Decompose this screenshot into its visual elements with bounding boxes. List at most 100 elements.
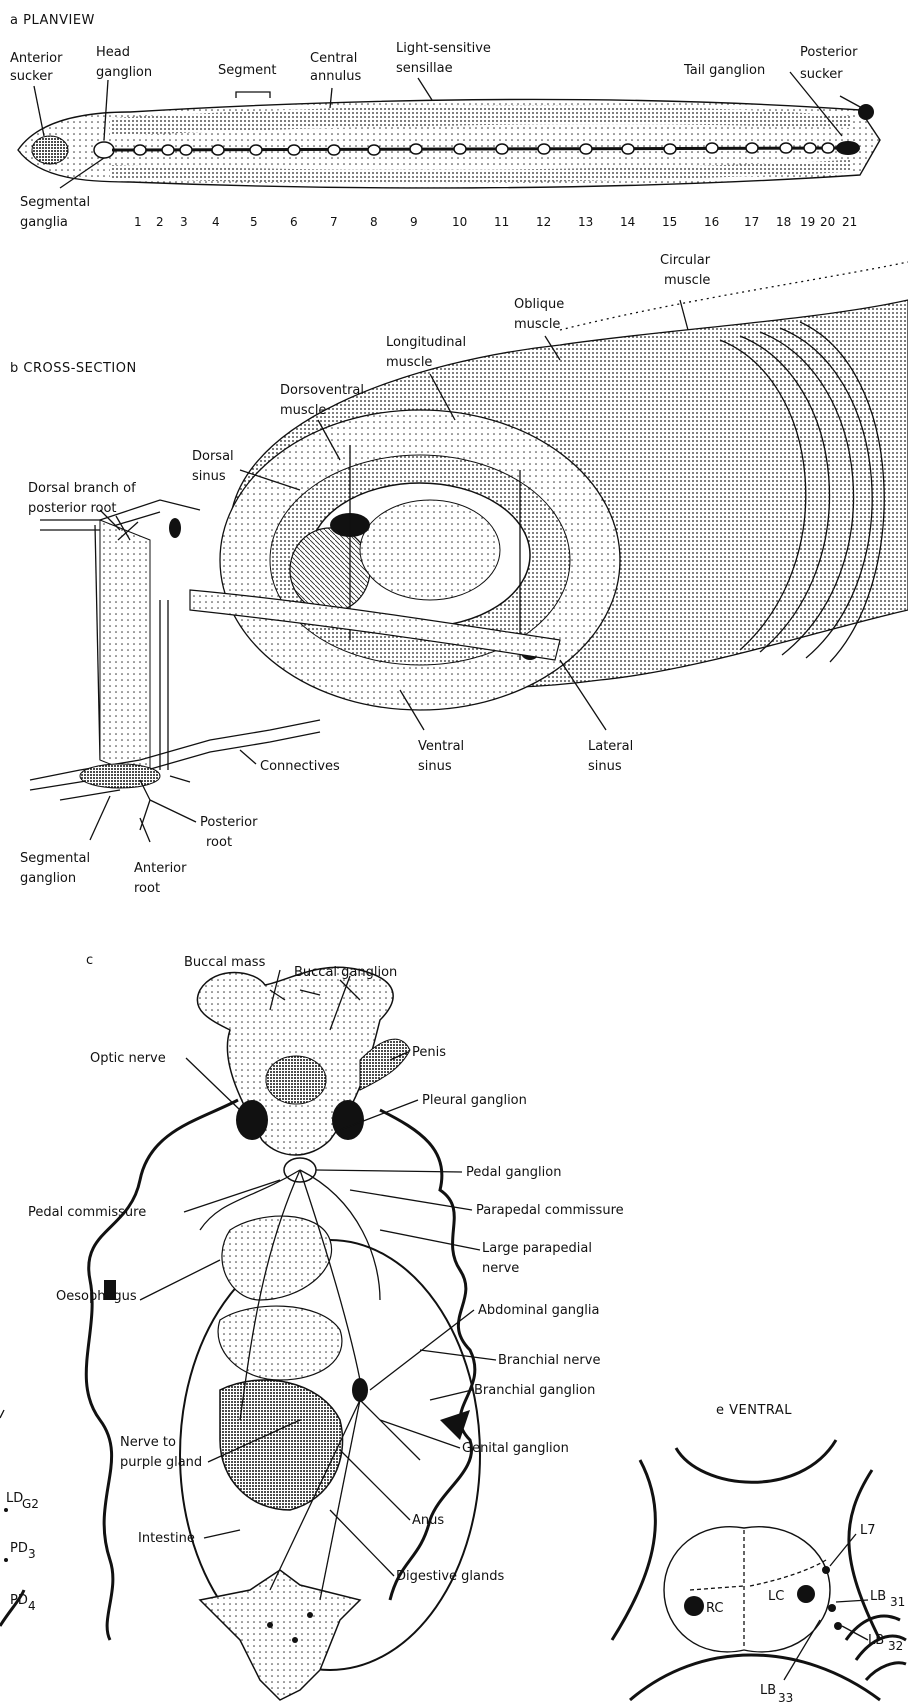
panel-c-heading: c <box>86 953 94 968</box>
segment-bracket <box>236 92 270 98</box>
segment-number: 19 <box>800 215 815 229</box>
segment-number: 8 <box>370 215 378 229</box>
label-posterior-sucker-2: sucker <box>800 67 843 82</box>
label-pd4-sub: 4 <box>28 1599 36 1613</box>
segment-number: 9 <box>410 215 418 229</box>
label-dorsal-sinus-1: Dorsal <box>192 449 234 464</box>
label-rc: RC <box>706 1601 723 1616</box>
label-segmental-ganglia-2: ganglia <box>20 215 68 230</box>
label-circular-muscle-2: muscle <box>664 273 710 288</box>
anterior-sucker <box>32 136 68 164</box>
label-dorsal-branch-1: Dorsal branch of <box>28 481 136 496</box>
label-buccal-ganglion: Buccal ganglion <box>294 965 397 980</box>
panel-e-ventral: e VENTRAL RC LC L7 LB 31 LB 32 LB 33 <box>612 1403 906 1705</box>
label-segment: Segment <box>218 63 277 78</box>
segment-number: 17 <box>744 215 759 229</box>
abdominal-ganglia <box>352 1378 368 1402</box>
label-head-ganglion-2: ganglion <box>96 65 152 80</box>
segment-number: 13 <box>578 215 593 229</box>
label-segmental-ganglion-1: Segmental <box>20 851 90 866</box>
label-segmental-ganglion-2: ganglion <box>20 871 76 886</box>
tail-ganglion <box>836 141 860 155</box>
segment-number: 4 <box>212 215 220 229</box>
segment-number: 1 <box>134 215 142 229</box>
label-posterior-root-1: Posterior <box>200 815 258 830</box>
segment-number: 18 <box>776 215 791 229</box>
label-anterior-sucker-2: sucker <box>10 69 53 84</box>
label-dorsal-branch-2: posterior root <box>28 501 117 516</box>
label-ld: LD <box>6 1491 23 1506</box>
oesophagus <box>222 1216 332 1300</box>
label-ventral-sinus-2: sinus <box>418 759 452 774</box>
label-pedal-ganglion: Pedal ganglion <box>466 1165 561 1180</box>
panel-d-fragment: LD G2 PD 3 PD 4 <box>0 1410 39 1626</box>
label-nerve-purple-gland-1: Nerve to <box>120 1435 176 1450</box>
label-lb31: LB <box>870 1589 886 1604</box>
rc-cell <box>684 1596 704 1616</box>
label-central-annulus-1: Central <box>310 51 357 66</box>
label-large-parapedial-nerve-1: Large parapedial <box>482 1241 592 1256</box>
label-digestive-glands: Digestive glands <box>396 1569 504 1584</box>
panel-b-heading: b CROSS-SECTION <box>10 361 137 376</box>
segment-number: 12 <box>536 215 551 229</box>
segment-number: 3 <box>180 215 188 229</box>
label-posterior-sucker-1: Posterior <box>800 45 858 60</box>
label-anterior-sucker-1: Anterior <box>10 51 63 66</box>
digestive-gland <box>220 1380 343 1510</box>
label-light-sensitive-2: sensillae <box>396 61 453 76</box>
label-pd4: PD <box>10 1593 28 1608</box>
label-lc: LC <box>768 1589 784 1604</box>
label-segmental-ganglia-1: Segmental <box>20 195 90 210</box>
label-head-ganglion-1: Head <box>96 45 130 60</box>
label-pedal-commissure: Pedal commissure <box>28 1205 146 1220</box>
segment-number: 21 <box>842 215 857 229</box>
label-anus: Anus <box>412 1513 444 1528</box>
segment-number-row: 1 2 3 4 5 6 7 8 9 10 11 12 13 14 15 16 1… <box>134 215 857 229</box>
segment-number: 20 <box>820 215 835 229</box>
label-lateral-sinus-2: sinus <box>588 759 622 774</box>
label-oblique-muscle-1: Oblique <box>514 297 564 312</box>
label-penis: Penis <box>412 1045 446 1060</box>
segment-number: 5 <box>250 215 258 229</box>
label-anterior-root-1: Anterior <box>134 861 187 876</box>
label-anterior-root-2: root <box>134 881 160 896</box>
label-nerve-purple-gland-2: purple gland <box>120 1455 202 1470</box>
label-longitudinal-muscle-2: muscle <box>386 355 432 370</box>
label-oblique-muscle-2: muscle <box>514 317 560 332</box>
lc-cell <box>797 1585 815 1603</box>
label-large-parapedial-nerve-2: nerve <box>482 1261 519 1276</box>
panel-c-ganglia: c <box>28 953 624 1700</box>
label-dorsoventral-muscle-1: Dorsoventral <box>280 383 364 398</box>
label-circular-muscle-1: Circular <box>660 253 711 268</box>
label-posterior-root-2: root <box>206 835 232 850</box>
label-l7: L7 <box>860 1523 876 1538</box>
label-light-sensitive-1: Light-sensitive <box>396 41 491 56</box>
panel-a-heading: a PLANVIEW <box>10 13 95 28</box>
label-pd3-sub: 3 <box>28 1547 36 1561</box>
label-lb32-sub: 32 <box>888 1639 903 1653</box>
label-pleural-ganglion: Pleural ganglion <box>422 1093 527 1108</box>
label-dorsal-sinus-2: sinus <box>192 469 226 484</box>
label-lb31-sub: 31 <box>890 1595 905 1609</box>
label-intestine: Intestine <box>138 1531 195 1546</box>
label-central-annulus-2: annulus <box>310 69 362 84</box>
label-connectives: Connectives <box>260 759 340 774</box>
label-parapedal-commissure: Parapedal commissure <box>476 1203 624 1218</box>
label-ld-sub: G2 <box>22 1497 39 1511</box>
label-branchial-ganglion: Branchial ganglion <box>474 1383 595 1398</box>
label-abdominal-ganglia: Abdominal ganglia <box>478 1303 599 1318</box>
label-ventral-sinus-1: Ventral <box>418 739 464 754</box>
segment-number: 16 <box>704 215 719 229</box>
segment-number: 14 <box>620 215 635 229</box>
head-ganglion <box>94 142 114 158</box>
segment-number: 7 <box>330 215 338 229</box>
segment-number: 2 <box>156 215 164 229</box>
panel-a-planview: a PLANVIEW <box>10 13 880 230</box>
label-oesophagus: Oesophagus <box>56 1289 137 1304</box>
segment-number: 6 <box>290 215 298 229</box>
label-pd3: PD <box>10 1541 28 1556</box>
label-lb33-sub: 33 <box>778 1691 793 1705</box>
label-tail-ganglion: Tail ganglion <box>683 63 765 78</box>
label-lb33: LB <box>760 1683 776 1698</box>
